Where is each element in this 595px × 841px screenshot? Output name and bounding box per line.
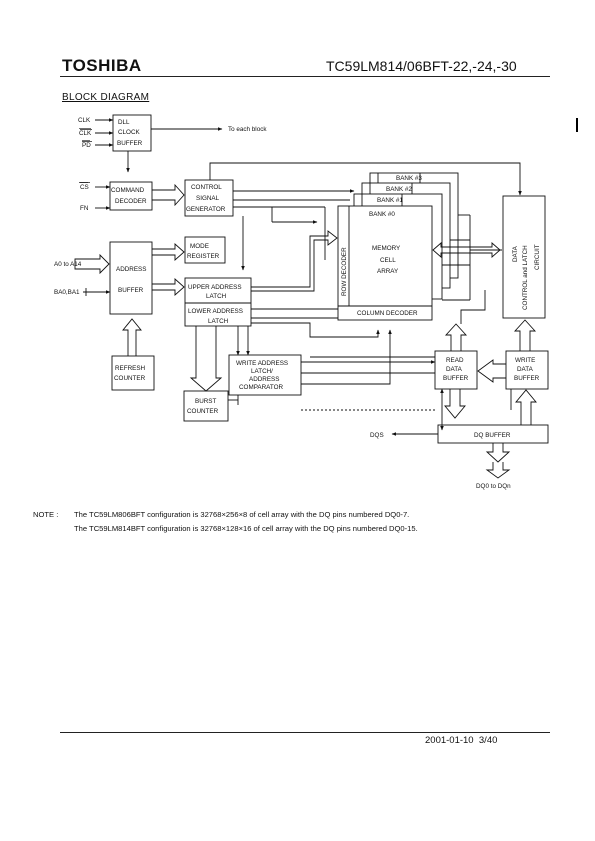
lower-address-label: LOWER ADDRESS xyxy=(188,308,243,315)
column-decoder-label: COLUMN DECODER xyxy=(357,310,418,317)
note-label: NOTE : xyxy=(33,510,59,519)
note-line-1: The TC59LM806BFT configuration is 32768×… xyxy=(74,510,410,519)
data-latch-block xyxy=(502,195,546,319)
command-decoder-block xyxy=(109,181,153,211)
address-latch-block xyxy=(184,277,252,327)
footer-page: 3/40 xyxy=(478,735,498,746)
write-address-comparator-block xyxy=(228,354,302,396)
brand-logo: TOSHIBA xyxy=(62,56,142,75)
footer-date: 2001-01-10 xyxy=(425,735,474,746)
bank-0 xyxy=(337,205,433,321)
lower-latch-label: LATCH xyxy=(208,318,229,325)
write-data-buffer-block xyxy=(505,350,549,390)
write-data-label: DATA xyxy=(517,366,534,373)
refresh-label: REFRESH xyxy=(115,365,146,372)
write-address-label: WRITE ADDRESS xyxy=(236,360,288,367)
bank3-label: BANK #3 xyxy=(396,175,422,182)
footer-rule xyxy=(60,732,550,733)
address-buffer-block xyxy=(109,241,153,315)
header-rule xyxy=(60,76,550,77)
circuit-vertical-label: CIRCUIT xyxy=(534,244,541,270)
block-diagram: CLK CLK PD DLL CLOCK BUFFER To each bloc… xyxy=(54,114,549,490)
mode-register-block xyxy=(184,236,226,264)
pd-label: PD xyxy=(82,142,91,149)
fn-label: FN xyxy=(80,205,89,212)
upper-address-label: UPPER ADDRESS xyxy=(188,284,242,291)
signal-label: SIGNAL xyxy=(196,195,220,202)
data-vertical-label: DATA xyxy=(512,245,519,262)
read-label: READ xyxy=(446,357,464,364)
ba0-ba1-label: BA0,BA1 xyxy=(54,289,80,296)
note-line-2: The TC59LM814BFT configuration is 32768×… xyxy=(74,524,418,533)
control-signal-generator-block xyxy=(184,179,234,217)
write-buffer-label: BUFFER xyxy=(514,375,540,382)
command-label: COMMAND xyxy=(111,187,145,194)
read-data-buffer-block xyxy=(434,350,478,390)
address-label: ADDRESS xyxy=(116,266,146,273)
burst-counter-label: COUNTER xyxy=(187,408,219,415)
bank2-label: BANK #2 xyxy=(386,186,412,193)
comparator-label: COMPARATOR xyxy=(239,384,284,391)
bank0-label: BANK #0 xyxy=(369,211,395,218)
part-number: TC59LM814/06BFT-22,-24,-30 xyxy=(326,58,517,74)
footer-date-page: 2001-01-10 3/40 xyxy=(425,735,497,746)
clk-label: CLK xyxy=(78,117,91,124)
cell-label: CELL xyxy=(380,257,396,264)
to-each-block-label: To each block xyxy=(228,126,267,133)
memory-label: MEMORY xyxy=(372,245,401,252)
section-title: BLOCK DIAGRAM xyxy=(62,92,150,103)
buffer-label: BUFFER xyxy=(117,140,143,147)
write-label: WRITE xyxy=(515,357,535,364)
read-buffer-label: BUFFER xyxy=(443,375,469,382)
dq0-dqn-label: DQ0 to DQn xyxy=(476,483,511,490)
clock-label: CLOCK xyxy=(118,129,140,136)
generator-label: GENERATOR xyxy=(186,206,226,213)
dq-buffer-label: DQ BUFFER xyxy=(474,432,511,439)
latch-slash-label: LATCH/ xyxy=(251,368,273,375)
read-data-label: DATA xyxy=(446,366,463,373)
refresh-counter-block xyxy=(111,355,155,391)
control-label: CONTROL xyxy=(191,184,222,191)
counter-label: COUNTER xyxy=(114,375,146,382)
address-buffer-label: BUFFER xyxy=(118,287,144,294)
clk-bar-label: CLK xyxy=(79,130,92,137)
dqs-label: DQS xyxy=(370,432,384,439)
decoder-label: DECODER xyxy=(115,198,147,205)
cs-label: CS xyxy=(80,184,89,191)
diagram-labels: CLK CLK PD DLL CLOCK BUFFER To each bloc… xyxy=(54,117,541,490)
margin-change-bar xyxy=(576,118,578,132)
upper-latch-label: LATCH xyxy=(206,293,227,300)
dll-label: DLL xyxy=(118,119,130,126)
burst-counter-block xyxy=(183,390,229,422)
bank1-label: BANK #1 xyxy=(377,197,403,204)
address-word-label: ADDRESS xyxy=(249,376,279,383)
control-latch-vertical-label: CONTROL and LATCH xyxy=(522,245,529,310)
row-decoder-label: ROW DECODER xyxy=(341,247,348,296)
burst-label: BURST xyxy=(195,398,216,405)
a0-a14-label: A0 to A14 xyxy=(54,261,82,268)
array-label: ARRAY xyxy=(377,268,399,275)
register-label: REGISTER xyxy=(187,253,220,260)
mode-label: MODE xyxy=(190,243,209,250)
